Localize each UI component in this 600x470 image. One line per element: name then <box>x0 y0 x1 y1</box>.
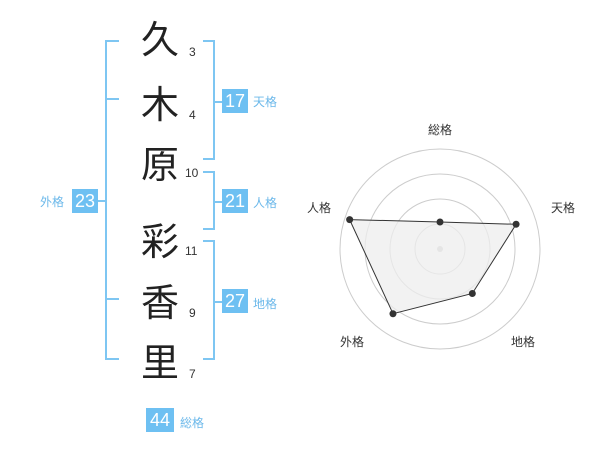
jinkaku-bracket-stub <box>213 201 223 203</box>
gaikaku-bracket-tick <box>105 298 119 300</box>
name-char-6: 里 <box>140 341 179 385</box>
jinkaku-badge: 21 <box>222 189 248 213</box>
name-char-4: 彩 <box>140 220 179 264</box>
radar-ring <box>339 148 541 350</box>
stroke-count-3: 10 <box>185 166 199 180</box>
jinkaku-bracket-line <box>213 171 215 230</box>
tenkaku-bracket-tick <box>203 40 215 42</box>
jinkaku-bracket-tick <box>203 171 215 173</box>
chikaku-bracket-stub <box>213 301 223 303</box>
stroke-count-5: 9 <box>189 306 196 320</box>
chikaku-bracket-tick <box>203 240 215 242</box>
radar-label-soukaku: 総格 <box>428 123 453 137</box>
chikaku-label: 地格 <box>253 297 278 311</box>
soukaku-label: 総格 <box>180 416 205 430</box>
name-char-5: 香 <box>140 281 179 325</box>
name-char-3: 原 <box>140 143 179 187</box>
chikaku-bracket-line <box>213 240 215 360</box>
radar-label-chikaku: 地格 <box>511 335 536 349</box>
tenkaku-bracket-stub <box>213 101 223 103</box>
radar-label-gaikaku: 外格 <box>340 335 365 349</box>
chikaku-badge: 27 <box>222 289 248 313</box>
gaikaku-bracket-tick <box>105 98 119 100</box>
tenkaku-label: 天格 <box>253 95 278 109</box>
jinkaku-label: 人格 <box>253 196 278 210</box>
tenkaku-bracket-tick <box>203 158 215 160</box>
radar-chart <box>339 148 541 350</box>
stroke-count-4: 11 <box>185 244 198 258</box>
soukaku-badge: 44 <box>146 408 174 432</box>
radar-point <box>389 310 397 318</box>
radar-label-jinkaku: 人格 <box>307 201 332 215</box>
tenkaku-bracket-line <box>213 40 215 160</box>
gaikaku-bracket-tick <box>105 358 119 360</box>
radar-shape <box>348 219 517 315</box>
radar-points <box>346 216 520 318</box>
gaikaku-bracket-tick <box>105 40 119 42</box>
tenkaku-badge: 17 <box>222 89 248 113</box>
stroke-count-2: 4 <box>189 108 196 122</box>
chikaku-bracket-tick <box>203 358 215 360</box>
radar-point <box>468 289 476 297</box>
radar-point <box>512 220 520 228</box>
radar-point <box>346 216 354 224</box>
stroke-count-1: 3 <box>189 45 196 59</box>
jinkaku-bracket-tick <box>203 228 215 230</box>
name-char-1: 久 <box>140 18 179 62</box>
gaikaku-bracket-stub <box>97 200 107 202</box>
name-char-2: 木 <box>140 83 179 127</box>
gaikaku-label: 外格 <box>40 195 65 209</box>
radar-point <box>436 218 444 226</box>
gaikaku-badge: 23 <box>72 189 98 213</box>
stroke-count-6: 7 <box>189 367 196 381</box>
radar-label-tenkaku: 天格 <box>551 201 576 215</box>
